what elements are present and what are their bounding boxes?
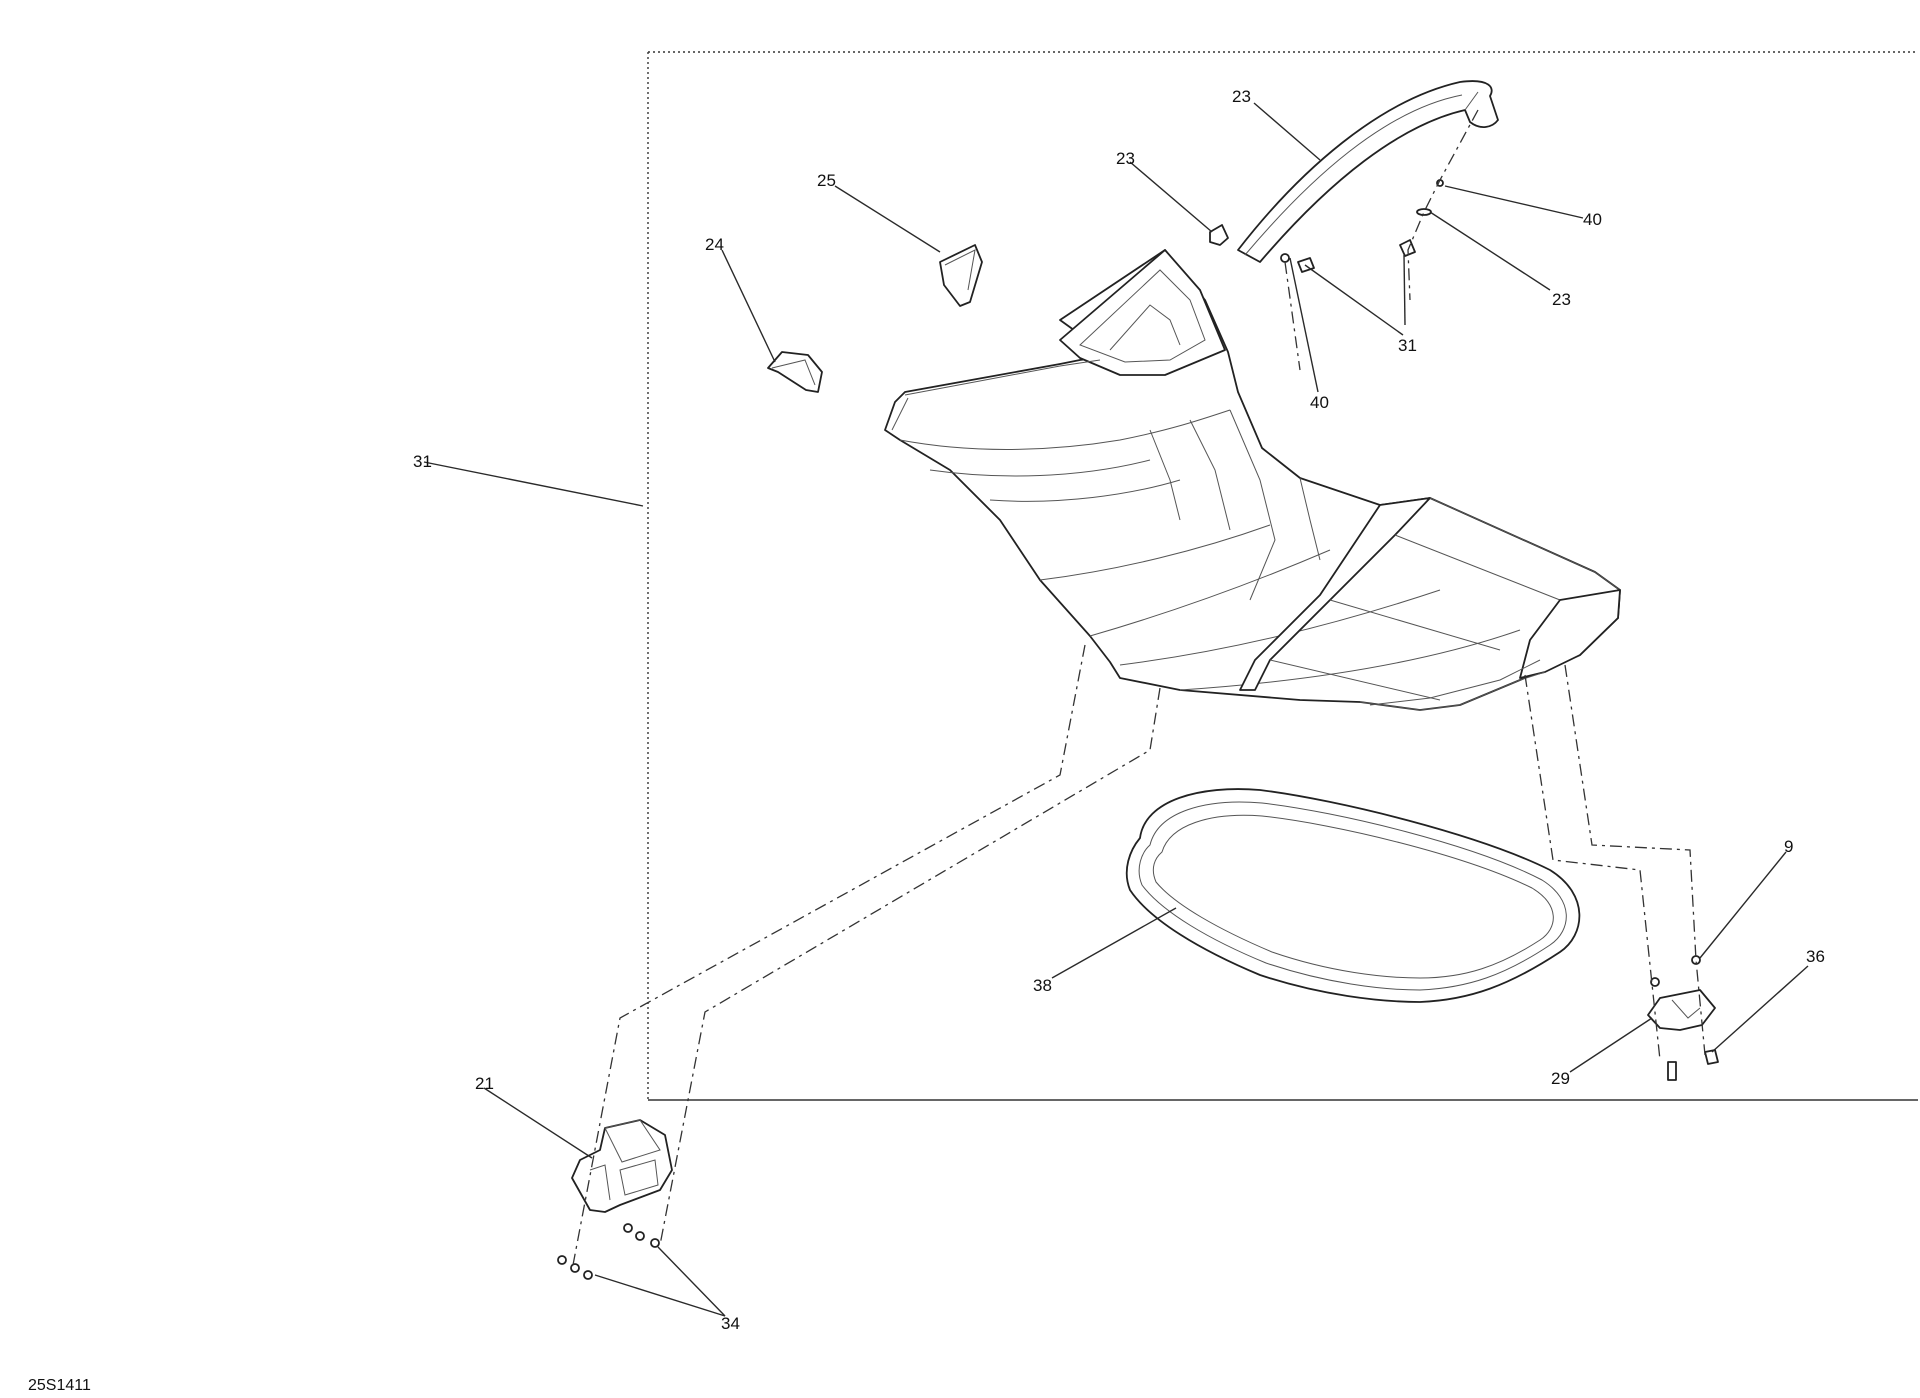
- trim-strip[interactable]: [1237, 80, 1499, 263]
- callout-29: 29: [1551, 1069, 1570, 1088]
- seat-assembly[interactable]: [884, 249, 1621, 711]
- assembly-lines: [572, 109, 1706, 1266]
- latch-29[interactable]: [1647, 955, 1719, 1081]
- gasket-38[interactable]: [1125, 788, 1581, 1003]
- clip-part[interactable]: [1209, 224, 1229, 246]
- bracket-25[interactable]: [939, 244, 983, 307]
- leader-lines: [423, 102, 1809, 1317]
- callout-23-right: 23: [1552, 290, 1571, 309]
- callout-34: 34: [721, 1314, 740, 1333]
- callouts: 23 23 23 25 24 40 40 31 31 9 36 38 29 21…: [413, 87, 1825, 1333]
- bracket-24[interactable]: [767, 351, 823, 393]
- callout-23-strip: 23: [1232, 87, 1251, 106]
- callout-36: 36: [1806, 947, 1825, 966]
- callout-31-right: 31: [1398, 336, 1417, 355]
- diagram-code: 25S1411: [28, 1377, 91, 1394]
- callout-40-mid: 40: [1310, 393, 1329, 412]
- callout-25: 25: [817, 171, 836, 190]
- bracket-21[interactable]: [557, 1119, 673, 1280]
- callout-38: 38: [1033, 976, 1052, 995]
- callout-31-left: 31: [413, 452, 432, 471]
- callout-23-clip: 23: [1116, 149, 1135, 168]
- callout-9: 9: [1784, 837, 1793, 856]
- callout-40-top: 40: [1583, 210, 1602, 229]
- callout-21: 21: [475, 1074, 494, 1093]
- callout-24: 24: [705, 235, 724, 254]
